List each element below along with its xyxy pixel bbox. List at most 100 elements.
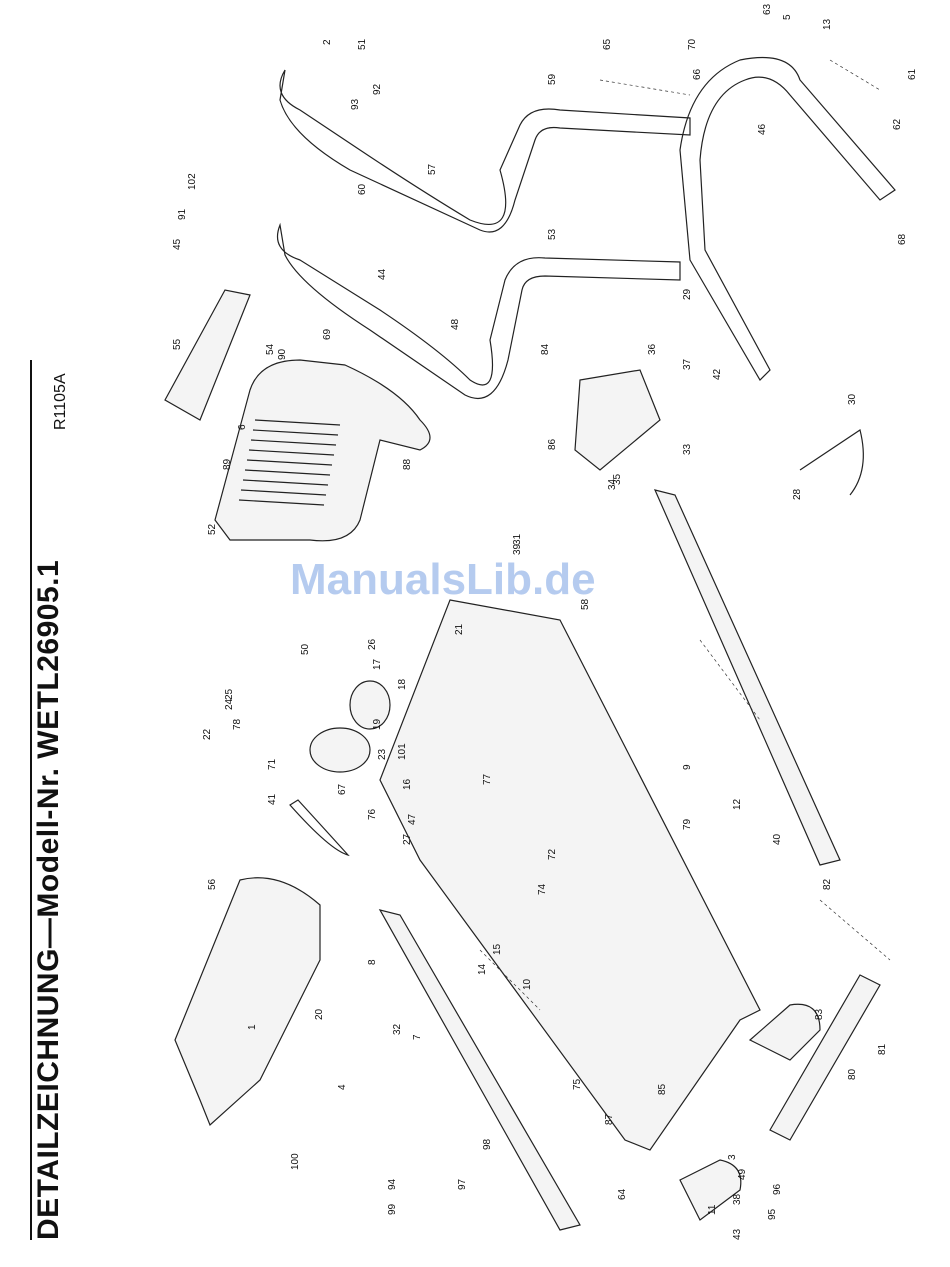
motor-cover <box>174 877 321 1127</box>
callout-64: 64 <box>617 1188 628 1200</box>
callout-28: 28 <box>792 488 803 500</box>
callout-6: 6 <box>237 424 248 430</box>
rear-leveling-bar <box>769 974 881 1141</box>
callout-94: 94 <box>387 1178 398 1190</box>
callout-80: 80 <box>847 1068 858 1080</box>
callout-37: 37 <box>682 358 693 370</box>
watermark: ManualsLib.de <box>290 555 596 604</box>
console-panel <box>164 289 251 421</box>
callout-36: 36 <box>647 343 658 355</box>
callout-35: 35 <box>612 473 623 485</box>
side-rail-right <box>653 489 841 866</box>
callout-92: 92 <box>372 83 383 95</box>
leader-line <box>829 59 881 91</box>
callout-27: 27 <box>402 833 413 845</box>
callout-52: 52 <box>207 523 218 535</box>
callout-33: 33 <box>682 443 693 455</box>
callout-87: 87 <box>604 1113 615 1125</box>
callout-50: 50 <box>300 643 311 655</box>
callout-97: 97 <box>457 1178 468 1190</box>
callout-51: 51 <box>357 38 368 50</box>
motor-controller <box>574 369 661 471</box>
callout-41: 41 <box>267 793 278 805</box>
callout-40: 40 <box>772 833 783 845</box>
callout-30: 30 <box>847 393 858 405</box>
hood-grille <box>238 419 341 506</box>
callout-9: 9 <box>682 764 693 770</box>
callout-15: 15 <box>492 943 503 955</box>
callout-29: 29 <box>682 288 693 300</box>
rear-base-frame <box>679 56 896 381</box>
callout-18: 18 <box>397 678 408 690</box>
side-rail-left <box>378 909 581 1231</box>
callout-96: 96 <box>772 1183 783 1195</box>
callout-60: 60 <box>357 183 368 195</box>
leader-line <box>819 899 891 961</box>
callout-39: 39 <box>512 543 523 555</box>
callout-67: 67 <box>337 783 348 795</box>
callout-70: 70 <box>687 38 698 50</box>
callout-1: 1 <box>247 1024 258 1030</box>
motor-flywheel <box>349 680 391 730</box>
callout-90: 90 <box>277 348 288 360</box>
callout-4: 4 <box>337 1084 348 1090</box>
callout-14: 14 <box>477 963 488 975</box>
callout-83: 83 <box>814 1008 825 1020</box>
power-cord <box>799 429 864 496</box>
callout-66: 66 <box>692 68 703 80</box>
leader-line <box>699 639 761 721</box>
callout-77: 77 <box>482 773 493 785</box>
callout-13: 13 <box>822 18 833 30</box>
callout-57: 57 <box>427 163 438 175</box>
callout-75: 75 <box>572 1078 583 1090</box>
callout-72: 72 <box>547 848 558 860</box>
callout-76: 76 <box>367 808 378 820</box>
callout-69: 69 <box>322 328 333 340</box>
callout-54: 54 <box>265 343 276 355</box>
callout-74: 74 <box>537 883 548 895</box>
callout-22: 22 <box>202 728 213 740</box>
leader-line <box>599 79 691 96</box>
callout-labels: 1234567891011121314151617181920212223242… <box>172 3 918 1240</box>
callout-24: 24 <box>224 698 235 710</box>
leader-line <box>479 949 541 1011</box>
callout-23: 23 <box>377 748 388 760</box>
callout-53: 53 <box>547 228 558 240</box>
callout-21: 21 <box>454 623 465 635</box>
callout-45: 45 <box>172 238 183 250</box>
callout-44: 44 <box>377 268 388 280</box>
callout-26: 26 <box>367 638 378 650</box>
callout-7: 7 <box>412 1034 423 1040</box>
upright-frame-lower <box>276 222 681 400</box>
callout-16: 16 <box>402 778 413 790</box>
callout-42: 42 <box>712 368 723 380</box>
callout-48: 48 <box>450 318 461 330</box>
callout-32: 32 <box>392 1023 403 1035</box>
rear-endcap-right <box>748 1003 821 1061</box>
callout-2: 2 <box>322 39 333 45</box>
walking-deck <box>379 599 761 1151</box>
callout-68: 68 <box>897 233 908 245</box>
callout-11: 11 <box>707 1204 718 1215</box>
callout-99: 99 <box>387 1203 398 1215</box>
callout-56: 56 <box>207 878 218 890</box>
callout-102: 102 <box>187 173 198 190</box>
callout-59: 59 <box>547 73 558 85</box>
callout-17: 17 <box>372 658 383 670</box>
callout-101: 101 <box>397 743 408 760</box>
callout-38: 38 <box>732 1193 743 1205</box>
callout-49: 49 <box>737 1168 748 1180</box>
callout-100: 100 <box>290 1153 301 1170</box>
upright-frame <box>279 69 691 233</box>
callout-47: 47 <box>407 813 418 825</box>
drive-belt <box>289 799 350 857</box>
callout-25: 25 <box>224 688 235 700</box>
callout-79: 79 <box>682 818 693 830</box>
callout-91: 91 <box>177 208 188 220</box>
callout-3: 3 <box>727 1154 738 1160</box>
callout-98: 98 <box>482 1138 493 1150</box>
callout-65: 65 <box>602 38 613 50</box>
callout-84: 84 <box>540 343 551 355</box>
